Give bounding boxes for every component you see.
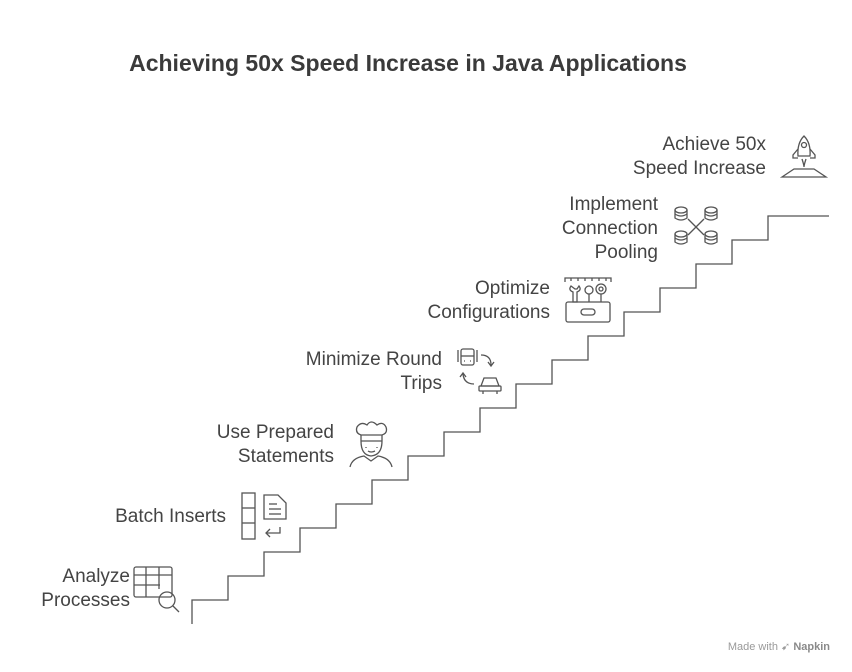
tools-config-icon <box>563 276 613 326</box>
step-label-line: Trips <box>400 373 442 394</box>
footer-brand: Napkin <box>793 641 830 653</box>
napkin-logo-icon: ➹ <box>781 641 791 653</box>
step-label-line: Use Prepared <box>216 422 334 443</box>
step-label-line: Minimize Round <box>305 349 442 370</box>
step-label-line: Configurations <box>427 302 550 323</box>
step-label-line: Batch Inserts <box>115 506 226 527</box>
step-use-prepared-statements: Use Prepared Statements <box>217 421 334 469</box>
step-label-line: Speed Increase <box>632 158 766 179</box>
step-batch-inserts: Batch Inserts <box>115 505 226 529</box>
diagram-title: Achieving 50x Speed Increase in Java App… <box>129 50 687 76</box>
database-pool-icon <box>672 203 720 251</box>
step-label-line: Statements <box>237 446 334 467</box>
spreadsheet-search-icon <box>132 565 182 613</box>
step-achieve-speed-increase: Achieve 50x Speed Increase <box>633 133 766 181</box>
round-trip-vehicles-icon <box>454 346 504 396</box>
step-label-line: Processes <box>41 590 130 611</box>
chef-icon <box>346 419 396 469</box>
step-minimize-round-trips: Minimize Round Trips <box>306 348 442 396</box>
step-label-line: Implement <box>569 194 658 215</box>
step-analyze-processes: Analyze Processes <box>41 565 130 613</box>
batch-documents-icon <box>240 491 290 541</box>
step-optimize-configurations: Optimize Configurations <box>427 277 550 325</box>
napkin-footer: Made with ➹ Napkin <box>728 640 830 653</box>
step-implement-connection-pooling: Implement Connection Pooling <box>562 193 658 265</box>
step-label-line: Pooling <box>594 242 658 263</box>
step-label-line: Achieve 50x <box>662 134 766 155</box>
footer-prefix: Made with <box>727 641 778 653</box>
rocket-icon <box>780 133 830 181</box>
step-label-line: Optimize <box>475 278 550 299</box>
step-label-line: Connection <box>561 218 658 239</box>
step-label-line: Analyze <box>62 566 130 587</box>
